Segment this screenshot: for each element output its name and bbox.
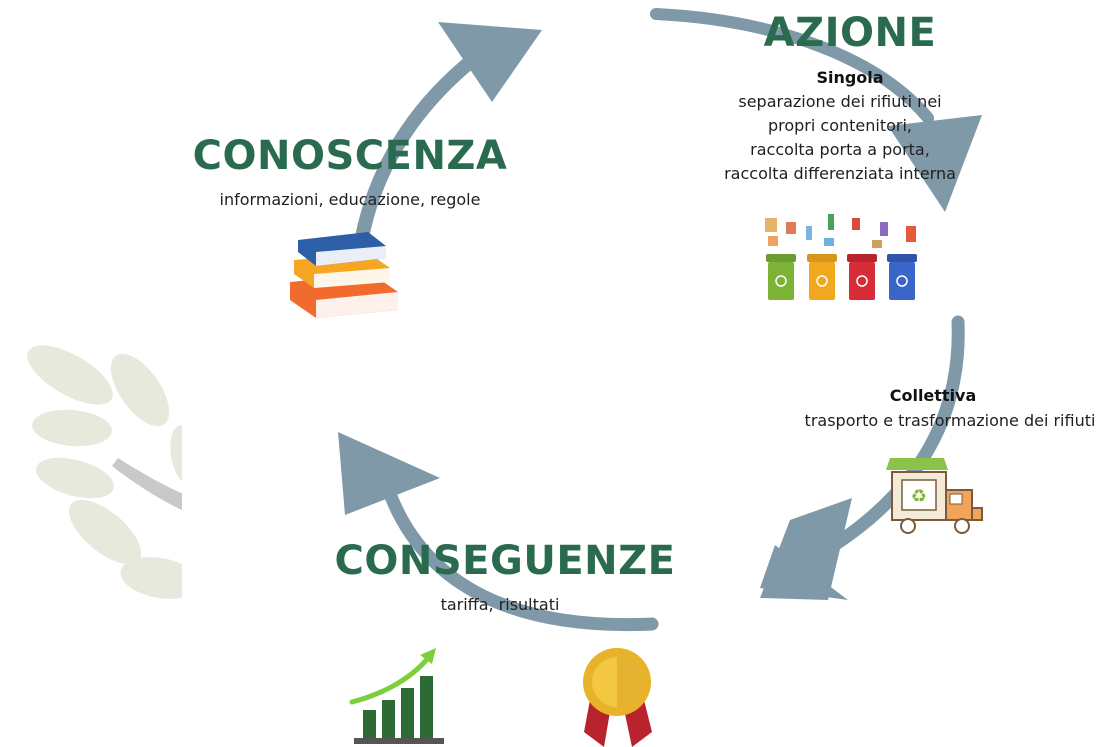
arrow-to-conoscenza [338, 432, 659, 632]
olive-branch-icon [27, 345, 182, 599]
collettiva-description: trasporto e trasformazione dei rifiuti [804, 411, 1096, 430]
singola-line: separazione dei rifiuti nei [738, 92, 942, 111]
recycling-bins-icon [765, 214, 917, 300]
svg-text:♻: ♻ [911, 486, 927, 507]
collettiva-label: Collettiva [889, 386, 977, 405]
growth-chart-icon [349, 648, 444, 744]
singola-line: raccolta porta a porta, [750, 140, 930, 159]
singola-line: propri contenitori, [767, 116, 913, 135]
arrow-to-singola [650, 8, 982, 212]
conoscenza-title: CONOSCENZA [192, 133, 508, 179]
conseguenze-description: tariffa, risultati [440, 595, 560, 614]
recycling-truck-icon: ♻ [886, 458, 983, 534]
award-medal-icon [583, 648, 652, 747]
singola-line: raccolta differenziata interna [724, 164, 956, 183]
books-icon [290, 232, 398, 318]
singola-label: Singola [816, 68, 884, 87]
conseguenze-title: CONSEGUENZE [334, 538, 676, 584]
conoscenza-description: informazioni, educazione, regole [219, 190, 481, 209]
azione-title: AZIONE [763, 10, 937, 56]
arrow-to-conseguenze [760, 315, 965, 600]
arrow-to-azione [353, 22, 542, 255]
